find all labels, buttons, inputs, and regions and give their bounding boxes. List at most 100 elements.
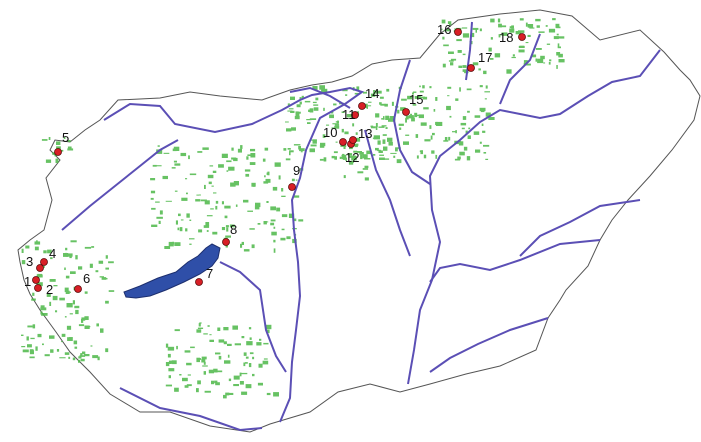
forest-patch [155, 201, 160, 203]
forest-patch [190, 346, 195, 349]
site-marker-16 [454, 28, 462, 36]
forest-patch [304, 100, 311, 103]
forest-patch [167, 353, 171, 358]
forest-patch [375, 123, 378, 128]
forest-patch [36, 282, 43, 287]
forest-patch [66, 325, 72, 330]
forest-patch [227, 354, 230, 358]
forest-patch [231, 147, 234, 151]
forest-patch [254, 205, 260, 210]
forest-patch [21, 248, 24, 253]
forest-patch [383, 146, 388, 151]
forest-patch [329, 114, 334, 119]
forest-patch [375, 126, 378, 130]
forest-patch [545, 25, 548, 27]
forest-patch [525, 22, 528, 27]
forest-patch [245, 362, 248, 364]
forest-patch [225, 235, 231, 238]
forest-patch [348, 155, 353, 158]
forest-patch [443, 44, 449, 47]
forest-patch [309, 148, 315, 153]
forest-patch [56, 349, 60, 352]
forest-patch [266, 201, 269, 203]
forest-patch [536, 25, 540, 28]
forest-patch [44, 354, 50, 357]
forest-patch [454, 158, 461, 161]
forest-patch [246, 341, 253, 346]
forest-patch [218, 339, 225, 343]
forest-patch [211, 185, 214, 187]
forest-patch [167, 346, 175, 351]
forest-patch [436, 121, 443, 126]
forest-patch [412, 95, 414, 98]
forest-patch [424, 139, 431, 142]
forest-patch [447, 86, 452, 89]
forest-patch [309, 108, 314, 113]
forest-patch [446, 105, 451, 111]
forest-patch [152, 164, 157, 167]
forest-patch [384, 103, 388, 107]
forest-patch [150, 190, 156, 194]
forest-patch [527, 24, 534, 28]
forest-patch [364, 165, 369, 168]
forest-patch [196, 329, 202, 333]
forest-patch [226, 160, 232, 163]
forest-patch [49, 279, 56, 282]
forest-patch [266, 329, 270, 334]
site-14: 14 [358, 86, 379, 110]
forest-patch [442, 63, 446, 68]
forest-patch [412, 91, 417, 93]
forest-patch [84, 325, 90, 329]
forest-patch [450, 58, 457, 61]
forest-patch [389, 116, 395, 120]
forest-patch [174, 190, 178, 192]
forest-patch [356, 151, 362, 153]
forest-patch [186, 384, 192, 387]
forest-patch [30, 337, 35, 340]
forest-patch [237, 148, 242, 153]
forest-patch [224, 360, 231, 364]
site-5: 5 [54, 130, 69, 156]
forest-patch [50, 349, 54, 353]
forest-patch [309, 118, 317, 120]
forest-patch [74, 346, 78, 349]
forest-patch [209, 334, 212, 336]
forest-patch [65, 275, 70, 279]
forest-patch [373, 135, 380, 140]
forest-patch [67, 148, 74, 151]
forest-patch [399, 127, 402, 130]
forest-patch [186, 192, 188, 195]
forest-patch [405, 118, 407, 123]
forest-patch [262, 158, 266, 162]
forest-patch [200, 199, 207, 202]
forest-patch [168, 241, 174, 247]
forest-patch [215, 205, 218, 210]
forest-patch [435, 154, 438, 159]
forest-patch [306, 119, 312, 121]
forest-patch [431, 150, 435, 154]
forest-patch [405, 134, 410, 136]
forest-patch [266, 172, 269, 175]
forest-patch [323, 107, 325, 111]
forest-patch [352, 123, 355, 127]
forest-patch [55, 158, 59, 163]
forest-patch [397, 109, 400, 114]
forest-patch [34, 241, 41, 245]
forest-patch [80, 358, 85, 362]
forest-patch [171, 167, 176, 169]
forest-patch [288, 108, 294, 110]
forest-patch [273, 226, 276, 229]
forest-patch [378, 126, 385, 128]
forest-patch [509, 26, 514, 29]
forest-patch [67, 337, 73, 341]
forest-patch [287, 148, 291, 150]
forest-patch [490, 37, 493, 40]
forest-patch [377, 140, 381, 145]
forest-patch [35, 346, 38, 351]
site-1: 1 [24, 274, 40, 289]
site-label-6: 6 [83, 271, 90, 286]
forest-patch [372, 137, 379, 139]
forest-patch [168, 375, 171, 379]
forest-patch [61, 333, 66, 337]
forest-patch [165, 343, 169, 348]
